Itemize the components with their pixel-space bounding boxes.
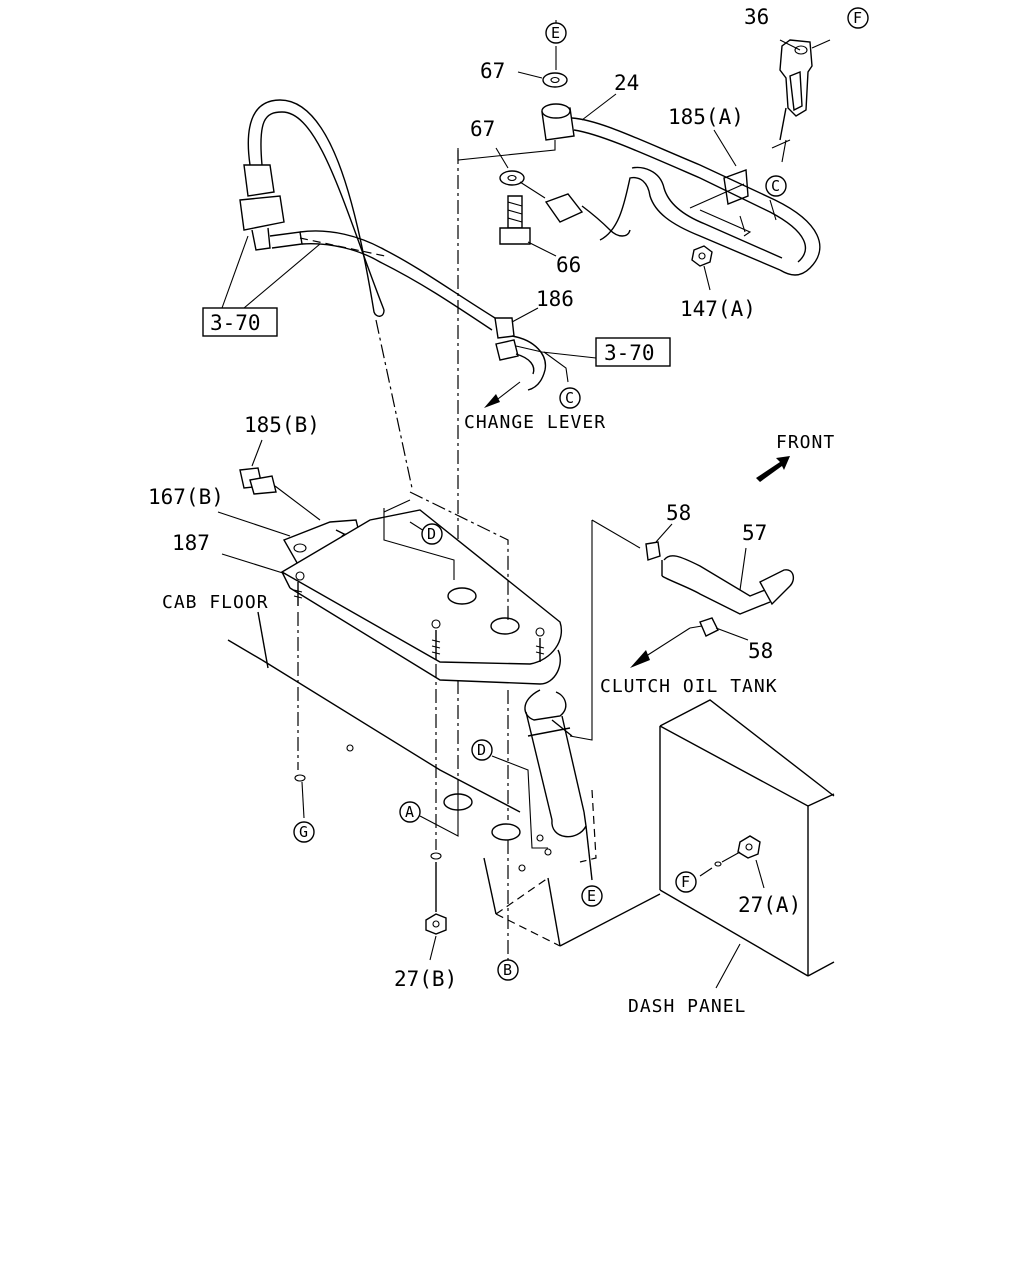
leader-lines (217, 20, 801, 641)
front-label: FRONT (776, 432, 835, 453)
label-24: 24 (614, 71, 639, 95)
label-187: 187 (172, 531, 210, 555)
connection-markers: E F C C D D A G (293, 7, 869, 981)
label-186: 186 (536, 287, 574, 311)
cab-floor-structure (227, 611, 661, 962)
label-185a: 185(A) (668, 105, 744, 129)
upper-hose-assembly (221, 99, 547, 489)
svg-text:F: F (681, 873, 690, 891)
marker-c-mid: C (559, 387, 581, 409)
svg-text:C: C (771, 177, 780, 195)
clutch-oil-tank-label: CLUTCH OIL TANK (600, 676, 778, 697)
reference-boxes: 3-70 3-70 (202, 307, 671, 367)
cab-floor-label: CAB FLOOR (162, 592, 269, 613)
dash-panel (659, 699, 835, 989)
label-167b: 167(B) (148, 485, 224, 509)
change-lever-arrow-icon (484, 381, 521, 408)
ref-box-left (202, 307, 278, 337)
marker-e-bottom: E (581, 885, 603, 907)
marker-f-bottom: F (675, 871, 697, 893)
svg-text:E: E (551, 24, 560, 42)
svg-text:D: D (477, 741, 486, 759)
marker-d-top: D (421, 523, 443, 545)
svg-text:C: C (565, 389, 574, 407)
change-lever-label: CHANGE LEVER (464, 412, 606, 433)
label-185b: 185(B) (244, 413, 320, 437)
front-arrow-icon (756, 456, 790, 482)
svg-text:G: G (299, 823, 308, 841)
label-57: 57 (742, 521, 767, 545)
label-67-lower: 67 (470, 117, 495, 141)
label-66: 66 (556, 253, 581, 277)
svg-text:B: B (503, 961, 512, 979)
svg-text:D: D (427, 525, 436, 543)
bracket-36 (771, 39, 831, 163)
marker-f-top: F (847, 7, 869, 29)
label-147a: 147(A) (680, 297, 756, 321)
label-27a: 27(A) (738, 893, 801, 917)
shift-boot (524, 689, 593, 881)
marker-e-top: E (545, 22, 567, 44)
dash-panel-label: DASH PANEL (628, 996, 746, 1017)
marker-b: B (497, 959, 519, 981)
marker-g: G (293, 821, 315, 843)
clutch-hose-57 (569, 519, 795, 741)
label-58-top: 58 (666, 501, 691, 525)
shift-plate-assembly (239, 467, 562, 685)
label-27b: 27(B) (394, 967, 457, 991)
ref-box-left-text: 3-70 (210, 311, 261, 335)
marker-d-mid: D (471, 739, 493, 761)
marker-c-top: C (765, 175, 787, 197)
ref-box-right-text: 3-70 (604, 341, 655, 365)
marker-a: A (399, 801, 421, 823)
ref-box-right (595, 337, 671, 367)
part-number-labels: 36 67 24 185(A) 67 66 147(A) 186 185(B) … (148, 5, 801, 991)
label-36: 36 (744, 5, 769, 29)
upper-pipe-assembly (457, 72, 821, 596)
svg-text:E: E (587, 887, 596, 905)
label-58-lower: 58 (748, 639, 773, 663)
area-labels: CHANGE LEVER FRONT CAB FLOOR CLUTCH OIL … (162, 412, 835, 1017)
svg-text:A: A (405, 803, 414, 821)
label-67-top: 67 (480, 59, 505, 83)
svg-text:F: F (853, 9, 862, 27)
